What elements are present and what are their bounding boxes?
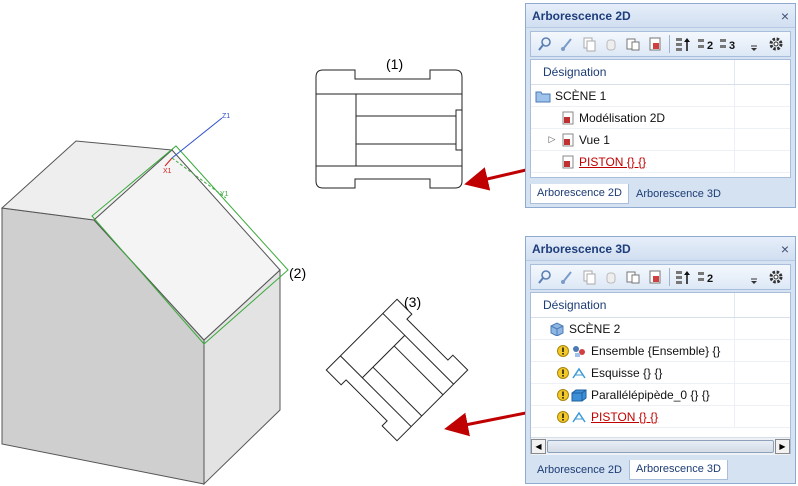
tree-item[interactable]: Parallélépipède_0 {} {} xyxy=(531,384,790,406)
panel-toolbar: 2 xyxy=(530,264,791,290)
drawing-icon xyxy=(561,133,575,147)
overflow-chevron-icon[interactable] xyxy=(743,267,765,287)
scene-cube-icon xyxy=(549,321,565,336)
tree-item[interactable]: Modélisation 2D xyxy=(531,107,790,129)
piston-rotated-drawing xyxy=(325,298,469,442)
toolbar-separator xyxy=(669,268,670,286)
expand-arrow-icon[interactable]: ▷ xyxy=(548,134,556,144)
column-header: Désignation xyxy=(531,60,790,85)
tree-item[interactable]: SCÈNE 2 xyxy=(531,318,790,340)
tree-view: Désignation SCÈNE 1 Modélisation 2D ▷ Vu… xyxy=(530,59,791,178)
tab-arborescence-2d[interactable]: Arborescence 2D xyxy=(537,464,622,476)
close-icon[interactable]: × xyxy=(780,7,789,24)
gear-icon[interactable] xyxy=(765,34,787,54)
panel-tabs: Arborescence 2D Arborescence 3D xyxy=(530,184,728,204)
column-header: Désignation xyxy=(531,293,790,318)
paste-icon[interactable] xyxy=(644,34,666,54)
tree-item-label[interactable]: PISTON {} {} xyxy=(591,409,659,424)
warning-icon xyxy=(557,344,569,357)
panel-title: Arborescence 3D xyxy=(532,241,631,256)
warning-icon xyxy=(557,388,569,401)
copy-icon[interactable] xyxy=(578,34,600,54)
svg-text:2: 2 xyxy=(707,273,713,285)
tab-arborescence-3d[interactable]: Arborescence 3D xyxy=(629,460,728,480)
overflow-chevron-icon[interactable] xyxy=(743,34,765,54)
sketch-icon xyxy=(571,366,587,380)
toolbar-separator xyxy=(669,35,670,53)
panel-title: Arborescence 2D xyxy=(532,8,631,23)
tree-item-label: SCÈNE 2 xyxy=(569,321,621,336)
search-icon[interactable] xyxy=(534,34,556,54)
tab-arborescence-2d[interactable]: Arborescence 2D xyxy=(530,184,629,204)
panel-toolbar: 2 3 xyxy=(530,31,791,57)
panel-tabs: Arborescence 2D Arborescence 3D xyxy=(530,460,728,480)
sort-up-icon[interactable] xyxy=(673,267,695,287)
horizontal-scrollbar[interactable]: ◀ ▶ xyxy=(531,437,790,455)
tree-item-label[interactable]: PISTON {} {} xyxy=(579,154,647,169)
warning-icon xyxy=(557,366,569,379)
assembly-icon xyxy=(571,344,587,358)
paste-icon[interactable] xyxy=(644,267,666,287)
tree-panel-2d: Arborescence 2D × 2 3 Désignation SCÈNE … xyxy=(525,3,796,208)
scroll-right-icon[interactable]: ▶ xyxy=(775,439,790,454)
sketch-plane-outline xyxy=(91,145,289,345)
sort-2-icon[interactable]: 2 xyxy=(695,267,717,287)
panel-header: Arborescence 2D × xyxy=(526,4,795,28)
axis-z-label: Z1 xyxy=(222,113,230,120)
axis-y-label: Y1 xyxy=(220,191,229,198)
svg-text:3: 3 xyxy=(729,40,735,52)
tree-item[interactable]: Esquisse {} {} xyxy=(531,362,790,384)
svg-text:2: 2 xyxy=(707,40,713,52)
drawing-icon xyxy=(561,111,575,125)
axis-y-line xyxy=(171,157,227,199)
sketch-icon xyxy=(571,410,587,424)
tree-panel-3d: Arborescence 3D × 2 Désignation SCÈNE 2 xyxy=(525,236,796,484)
tree-item[interactable]: Ensemble {Ensemble} {} xyxy=(531,340,790,362)
scroll-left-icon[interactable]: ◀ xyxy=(531,439,546,454)
duplicate-icon[interactable] xyxy=(622,34,644,54)
brush-icon[interactable] xyxy=(556,34,578,54)
tree-item-label: Esquisse {} {} xyxy=(591,365,663,380)
hand-icon[interactable] xyxy=(600,34,622,54)
duplicate-icon[interactable] xyxy=(622,267,644,287)
folder-icon xyxy=(535,89,551,103)
tree-view: Désignation SCÈNE 2 Ensemble {Ensemble} … xyxy=(530,292,791,455)
sort-up-icon[interactable] xyxy=(673,34,695,54)
drawing-icon xyxy=(561,155,575,169)
tree-item-label: Modélisation 2D xyxy=(579,110,666,125)
panel-header: Arborescence 3D × xyxy=(526,237,795,261)
tab-arborescence-3d[interactable]: Arborescence 3D xyxy=(636,188,721,200)
box-icon xyxy=(571,388,587,402)
axis-x-label: X1 xyxy=(163,168,172,175)
gear-icon[interactable] xyxy=(765,267,787,287)
tree-item-label: Vue 1 xyxy=(579,132,610,147)
figure-label-3: (3) xyxy=(404,294,422,310)
copy-icon[interactable] xyxy=(578,267,600,287)
brush-icon[interactable] xyxy=(556,267,578,287)
tree-item[interactable]: PISTON {} {} xyxy=(531,151,790,173)
tree-item[interactable]: PISTON {} {} xyxy=(531,406,790,428)
solid-3d: Z1 X1 Y1 xyxy=(0,113,289,486)
axis-x-line xyxy=(164,157,173,167)
scroll-thumb[interactable] xyxy=(547,440,774,453)
tree-item[interactable]: SCÈNE 1 xyxy=(531,85,790,107)
figure-label-1: (1) xyxy=(386,56,404,72)
tree-item-label: Parallélépipède_0 {} {} xyxy=(591,387,710,402)
axis-z-line xyxy=(171,117,223,159)
piston-2d-drawing xyxy=(315,69,463,189)
hand-icon[interactable] xyxy=(600,267,622,287)
sort-2-icon[interactable]: 2 xyxy=(695,34,717,54)
tree-item[interactable]: ▷ Vue 1 xyxy=(531,129,790,151)
search-icon[interactable] xyxy=(534,267,556,287)
solid-slope-face xyxy=(93,149,281,341)
tree-item-label: Ensemble {Ensemble} {} xyxy=(591,343,721,358)
sort-3-icon[interactable]: 3 xyxy=(717,34,739,54)
column-designation[interactable]: Désignation xyxy=(531,293,735,317)
column-designation[interactable]: Désignation xyxy=(531,60,735,84)
close-icon[interactable]: × xyxy=(780,240,789,257)
warning-icon xyxy=(557,410,569,423)
tree-item-label: SCÈNE 1 xyxy=(555,88,607,103)
figure-label-2: (2) xyxy=(289,265,307,281)
